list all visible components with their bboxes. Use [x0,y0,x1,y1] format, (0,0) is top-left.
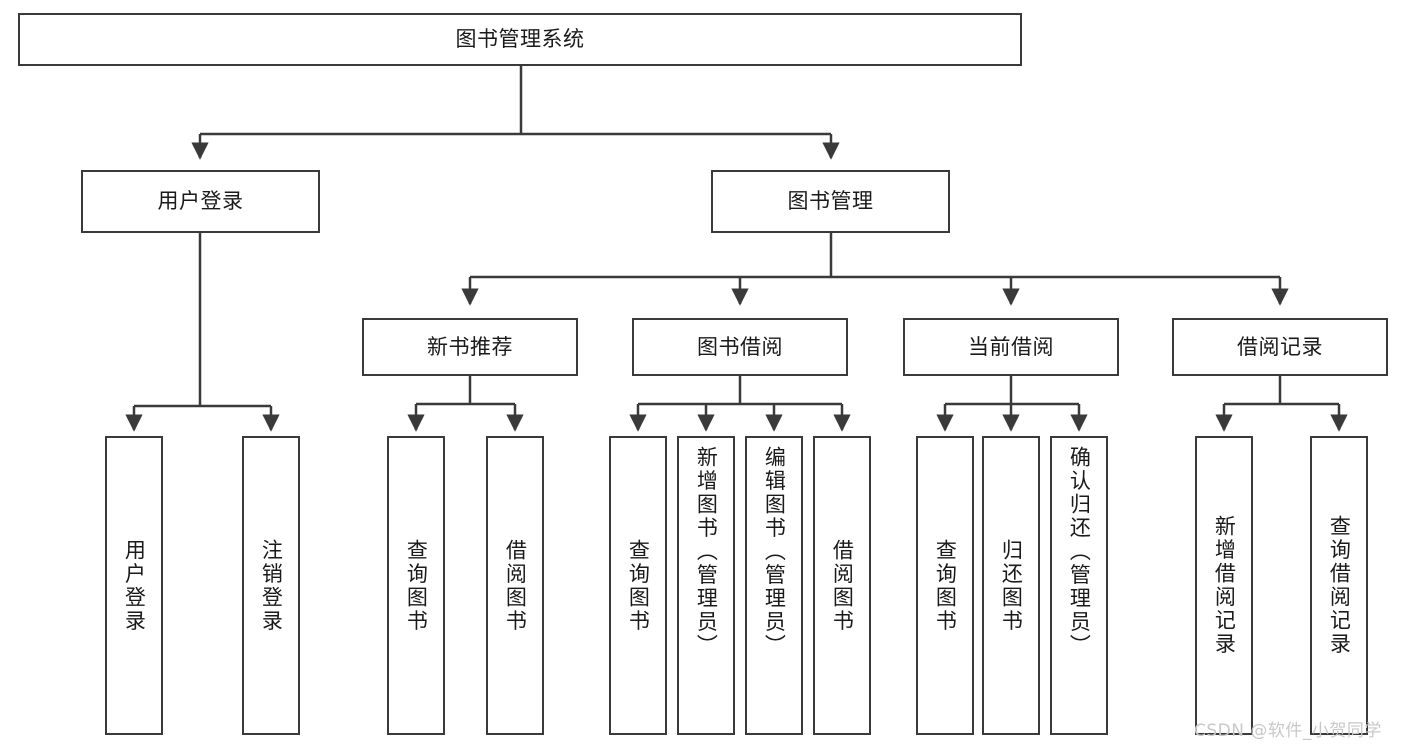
node-label: 编辑图书（管理员） [762,446,787,658]
csdn-watermark: CSDN @软件_小贺同学 [1194,721,1382,741]
node-label: 归还图书 [999,538,1024,633]
leaf-new-book-borrow-book[interactable]: 借阅图书 [486,436,544,735]
leaf-user-login-login[interactable]: 用户登录 [105,436,163,735]
node-label: 用户登录 [122,538,147,633]
node-book-management[interactable]: 图书管理 [711,170,950,233]
node-label: 图书管理 [787,189,874,214]
node-user-login[interactable]: 用户登录 [81,170,320,233]
node-label: 查询图书 [404,538,429,633]
node-label: 图书管理系统 [455,27,585,52]
node-label: 查询图书 [626,538,651,633]
node-label: 注销登录 [259,538,284,633]
leaf-book-borrow-borrow-book[interactable]: 借阅图书 [813,436,871,735]
node-label: 查询借阅记录 [1327,515,1352,656]
node-label: 图书借阅 [697,334,783,359]
node-label: 新书推荐 [427,334,513,359]
node-label: 查询图书 [933,538,958,633]
node-label: 借阅图书 [503,538,528,633]
leaf-user-login-logout[interactable]: 注销登录 [242,436,300,735]
node-label: 确认归还（管理员） [1067,446,1092,658]
leaf-borrow-record-query-record[interactable]: 查询借阅记录 [1310,436,1368,735]
node-root-book-management-system[interactable]: 图书管理系统 [18,13,1022,66]
node-label: 新增图书（管理员） [694,446,719,658]
leaf-book-borrow-query-book[interactable]: 查询图书 [609,436,667,735]
leaf-current-borrow-query-book[interactable]: 查询图书 [916,436,974,735]
node-label: 借阅图书 [830,538,855,633]
leaf-current-borrow-return-book[interactable]: 归还图书 [982,436,1040,735]
node-label: 当前借阅 [968,334,1054,359]
node-label: 新增借阅记录 [1212,515,1237,656]
node-label: 用户登录 [157,189,244,214]
leaf-current-borrow-confirm-return-admin[interactable]: 确认归还（管理员） [1050,436,1108,735]
node-book-borrow[interactable]: 图书借阅 [632,318,848,376]
node-borrow-record[interactable]: 借阅记录 [1172,318,1388,376]
leaf-new-book-query-book[interactable]: 查询图书 [387,436,445,735]
leaf-book-borrow-edit-book-admin[interactable]: 编辑图书（管理员） [745,436,803,735]
node-label: 借阅记录 [1237,334,1323,359]
leaf-borrow-record-add-record[interactable]: 新增借阅记录 [1195,436,1253,735]
node-current-borrow[interactable]: 当前借阅 [903,318,1119,376]
leaf-book-borrow-add-book-admin[interactable]: 新增图书（管理员） [677,436,735,735]
node-new-book-recommend[interactable]: 新书推荐 [362,318,578,376]
